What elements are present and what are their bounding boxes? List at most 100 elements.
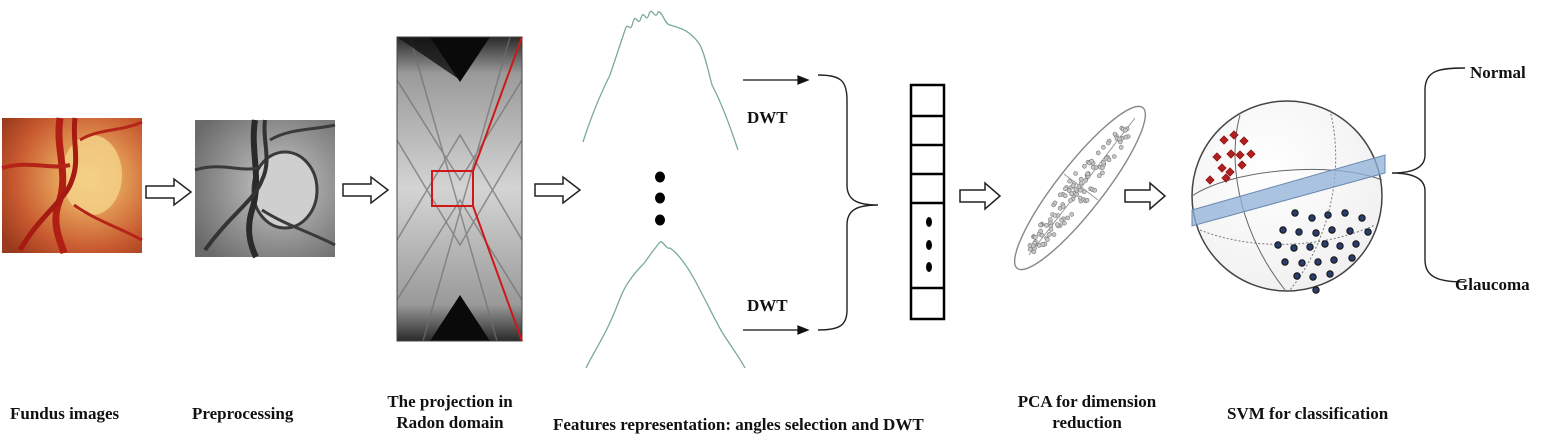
glaucoma-point <box>1330 256 1338 264</box>
pca-point <box>1048 217 1053 222</box>
glaucoma-point <box>1324 211 1332 219</box>
normal-point <box>1212 152 1222 162</box>
glaucoma-point <box>1314 258 1322 266</box>
ellipsis-dots-icon <box>926 217 932 272</box>
feature-vector <box>909 83 946 321</box>
pca-point <box>1045 237 1050 242</box>
pca-point <box>1112 154 1117 159</box>
class-normal-label: Normal <box>1470 63 1526 82</box>
glaucoma-point <box>1346 227 1354 235</box>
glaucoma-point <box>1312 286 1320 294</box>
projection-signal-top <box>582 10 739 151</box>
pca-point <box>1044 223 1049 228</box>
glaucoma-point <box>1281 258 1289 266</box>
pca-point <box>1069 191 1074 196</box>
glaucoma-point <box>1328 226 1336 234</box>
radon-projection-image <box>396 36 523 342</box>
pca-point <box>1118 145 1124 150</box>
pca-point <box>1074 192 1080 197</box>
caption-svm: SVM for classification <box>1227 404 1389 423</box>
pca-point <box>1077 195 1083 201</box>
pca-point <box>1073 187 1079 192</box>
pca-point <box>1059 218 1064 223</box>
pca-point <box>1095 150 1101 156</box>
class-glaucoma-label: Glaucoma <box>1455 275 1530 294</box>
pca-point <box>1048 227 1054 232</box>
class-brace-icon <box>1391 67 1466 283</box>
pca-point <box>1084 198 1090 203</box>
flow-arrow-icon <box>145 177 193 207</box>
flow-arrow-icon <box>959 181 1002 211</box>
normal-point <box>1219 135 1229 145</box>
pca-point <box>1097 173 1102 178</box>
projection-signal-bottom <box>585 241 746 369</box>
pca-point <box>1052 200 1058 206</box>
glaucoma-point <box>1295 228 1303 236</box>
normal-point <box>1225 167 1235 177</box>
glaucoma-point <box>1290 244 1298 252</box>
pca-point <box>1106 157 1112 163</box>
caption-fundus: Fundus images <box>10 404 120 423</box>
pca-point <box>1033 235 1038 240</box>
glaucoma-point <box>1279 226 1287 234</box>
pca-point <box>1068 198 1073 203</box>
normal-point <box>1205 175 1215 185</box>
normal-point <box>1239 136 1249 146</box>
pca-point <box>1078 180 1084 186</box>
normal-point <box>1221 173 1231 183</box>
glaucoma-point <box>1352 240 1360 248</box>
dwt-arrow-top <box>743 75 810 85</box>
pca-point <box>1100 170 1105 176</box>
pca-point <box>1083 177 1088 183</box>
caption-radon: The projection in Radon domain <box>375 391 525 433</box>
pca-point <box>1123 134 1129 140</box>
pca-point <box>1078 177 1084 182</box>
caption-features: Features representation: angles selectio… <box>553 415 924 434</box>
pca-point <box>1036 243 1042 248</box>
glaucoma-point <box>1326 270 1334 278</box>
pca-ellipse-plot <box>1013 105 1147 271</box>
pca-point <box>1060 204 1066 209</box>
pca-point <box>1085 171 1090 177</box>
radon-selection-box <box>431 170 474 207</box>
flow-arrow-icon <box>1124 181 1167 211</box>
glaucoma-point <box>1336 242 1344 250</box>
pca-point <box>1101 160 1106 165</box>
pca-point <box>1092 188 1097 193</box>
pca-point <box>1069 212 1074 217</box>
pca-point <box>1066 188 1072 193</box>
pca-point <box>1030 243 1036 249</box>
normal-point <box>1226 149 1236 159</box>
pca-point <box>1051 232 1057 237</box>
svm-sphere-plot <box>1191 100 1386 294</box>
dwt-label-top: DWT <box>747 108 788 127</box>
pca-point <box>1063 186 1068 191</box>
caption-pca-line1: PCA for dimension <box>1017 392 1157 411</box>
pca-point <box>1081 189 1087 195</box>
caption-pca: PCA for dimension reduction <box>1002 391 1172 433</box>
fundus-image <box>1 117 143 255</box>
svm-hyperplane <box>1191 154 1386 227</box>
pca-point <box>1038 222 1043 228</box>
normal-point <box>1229 130 1239 140</box>
normal-point <box>1246 149 1256 159</box>
normal-point <box>1217 163 1227 173</box>
glaucoma-point <box>1298 259 1306 267</box>
glaucoma-point <box>1312 229 1320 237</box>
caption-pca-line2: reduction <box>1052 413 1122 432</box>
pca-point <box>1117 136 1122 142</box>
normal-point <box>1235 150 1245 160</box>
pca-point <box>1039 233 1045 238</box>
glaucoma-point <box>1306 243 1314 251</box>
pca-point <box>1076 184 1082 190</box>
pca-point <box>1070 183 1076 188</box>
glaucoma-point <box>1309 273 1317 281</box>
dwt-arrow-bottom <box>743 325 810 335</box>
flow-arrow-icon <box>534 175 582 205</box>
ellipsis-dots-icon <box>655 171 665 226</box>
glaucoma-point <box>1293 272 1301 280</box>
brace-icon <box>817 74 879 331</box>
pca-point <box>1105 140 1111 146</box>
